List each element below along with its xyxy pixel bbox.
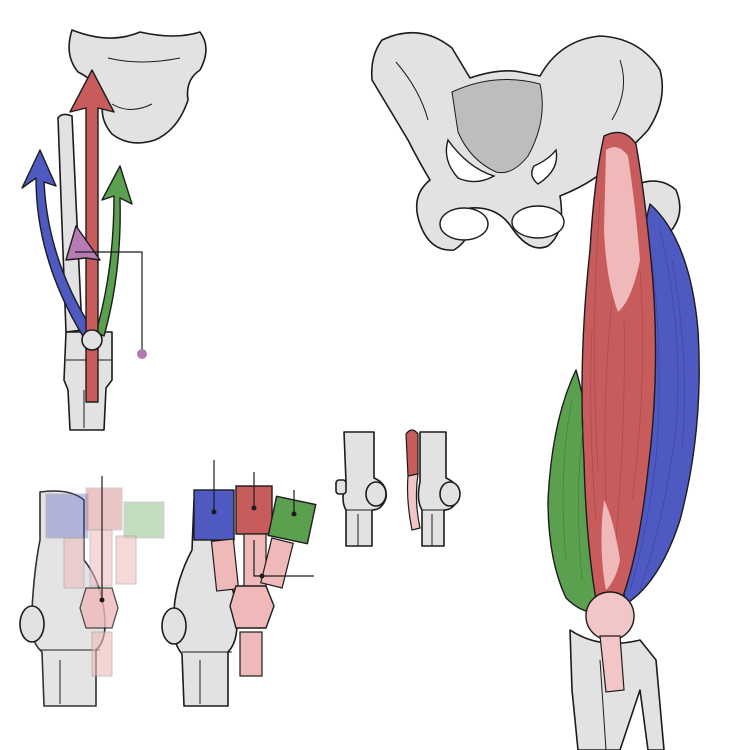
block-diagram-solid: [161, 460, 317, 707]
patellar-tendon: [599, 635, 625, 693]
patella-detailed: [585, 591, 635, 641]
rectus-central-tendon: [604, 147, 640, 312]
arrow-vastus-medialis: [21, 149, 95, 339]
block-patella: [229, 585, 275, 629]
block-vastus-lateralis: [267, 495, 317, 545]
patella-simplified: [81, 329, 103, 351]
simplified-pull-diagram: [21, 29, 207, 431]
knee-side-views: [335, 429, 461, 547]
block-vastus-medialis: [193, 489, 235, 541]
pointer-dot-icon: [137, 349, 147, 359]
block-diagram-faded: [19, 476, 165, 707]
arrow-rectus-femoris: [69, 69, 115, 403]
detailed-anatomy: [370, 31, 700, 750]
leader-line: [75, 251, 143, 350]
arrow-vastus-lateralis: [95, 165, 133, 337]
rectus-femoris-side: [405, 429, 419, 477]
block-patellar-tendon: [239, 631, 263, 677]
